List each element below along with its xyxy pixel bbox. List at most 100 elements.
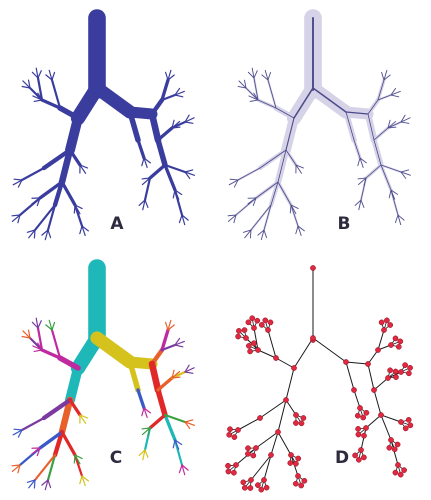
airway-twig — [253, 92, 259, 101]
graph-node — [402, 425, 409, 432]
graph-node — [355, 456, 362, 463]
airway-twig — [244, 229, 252, 239]
graph-node — [240, 479, 247, 486]
airway-twig — [264, 69, 269, 81]
airway-branch — [20, 166, 46, 182]
graph-node — [247, 485, 254, 491]
graph-node — [268, 452, 274, 458]
airway-twig — [41, 479, 49, 486]
airway-twig — [290, 204, 297, 215]
airway-twig — [28, 479, 36, 489]
airway-branch — [367, 99, 379, 115]
airway-branch — [160, 343, 177, 352]
graph-node — [387, 322, 394, 328]
airway-branch — [270, 431, 279, 456]
graph-node — [226, 431, 233, 438]
airway-branch — [373, 389, 382, 416]
panel-c: C — [0, 250, 215, 500]
airway-branch — [46, 453, 57, 482]
airway-tree-graph — [225, 265, 414, 493]
airway-branch — [275, 107, 295, 119]
airway-twig — [390, 91, 401, 96]
graph-node — [292, 480, 299, 487]
airway-twig — [36, 447, 41, 457]
airway-branch — [155, 387, 168, 418]
airway-twig — [248, 95, 259, 101]
airway-twig — [81, 475, 89, 482]
graph-node — [386, 444, 393, 451]
airway-branch — [377, 329, 385, 351]
airway-branch — [387, 121, 402, 129]
graph-node — [298, 482, 305, 489]
airway-twig — [41, 229, 49, 236]
graph-node — [283, 397, 289, 403]
airway-branch — [52, 429, 65, 458]
airway-twig — [33, 99, 43, 103]
graph-node — [273, 355, 279, 361]
airway-twig — [32, 95, 43, 101]
airway-twig — [27, 79, 31, 89]
airway-twig — [13, 428, 23, 431]
airway-twig — [21, 335, 31, 339]
airway-branch — [127, 359, 141, 393]
airway-tree-centerline — [227, 9, 412, 241]
airway-twig — [147, 427, 151, 437]
airway-branch — [255, 181, 279, 199]
graph-node — [246, 343, 252, 349]
airway-twig — [244, 79, 247, 89]
airway-branch — [367, 349, 379, 365]
airway-branch — [285, 149, 297, 166]
graph-node — [398, 369, 404, 375]
graph-node — [227, 426, 233, 433]
graph-node — [310, 335, 316, 341]
airway-branch — [257, 349, 277, 359]
airway-branch — [390, 189, 399, 216]
graph-node — [398, 419, 404, 425]
graph-node — [288, 452, 294, 458]
airway-branch — [285, 399, 297, 416]
airway-twig — [35, 67, 39, 79]
graph-node — [395, 462, 401, 468]
airway-twig — [400, 171, 407, 179]
airway-branch — [41, 147, 73, 171]
airway-twig — [44, 479, 49, 491]
airway-twig — [252, 197, 257, 206]
airway-twig — [261, 74, 269, 81]
graph-node — [293, 420, 299, 426]
airway-twig — [47, 479, 52, 489]
airway-twig — [174, 87, 181, 96]
airway-branch — [275, 357, 295, 369]
airway-branch — [367, 363, 375, 391]
airway-branch — [250, 204, 272, 231]
airway-twig — [174, 439, 180, 450]
graph-node — [241, 484, 248, 491]
graph-node — [251, 325, 257, 331]
airway-twig — [44, 229, 49, 241]
airway-twig — [184, 117, 195, 123]
panel-a: A — [0, 0, 215, 250]
airway-branch — [237, 167, 261, 181]
airway-twig — [74, 204, 81, 215]
airway-twig — [184, 121, 194, 124]
airway-branch — [46, 203, 57, 232]
airway-branch — [253, 77, 259, 101]
graph-node — [275, 429, 281, 435]
graph-node — [375, 347, 381, 353]
airway-branch — [156, 376, 174, 392]
airway-twig — [147, 177, 151, 187]
graph-node — [265, 327, 271, 333]
airway-twig — [142, 199, 146, 211]
airway-branch — [40, 348, 62, 360]
airway-twig — [263, 229, 267, 238]
airway-branch — [285, 367, 295, 401]
airway-branch — [250, 454, 272, 481]
panel-b: B — [216, 0, 431, 250]
airway-branch — [263, 454, 272, 481]
airway-twig — [390, 189, 396, 200]
airway-twig — [397, 214, 405, 221]
airway-twig — [11, 214, 21, 217]
graph-node — [392, 368, 399, 375]
graph-node — [258, 486, 265, 493]
airway-twig — [143, 407, 151, 414]
airway-twig — [290, 204, 299, 209]
